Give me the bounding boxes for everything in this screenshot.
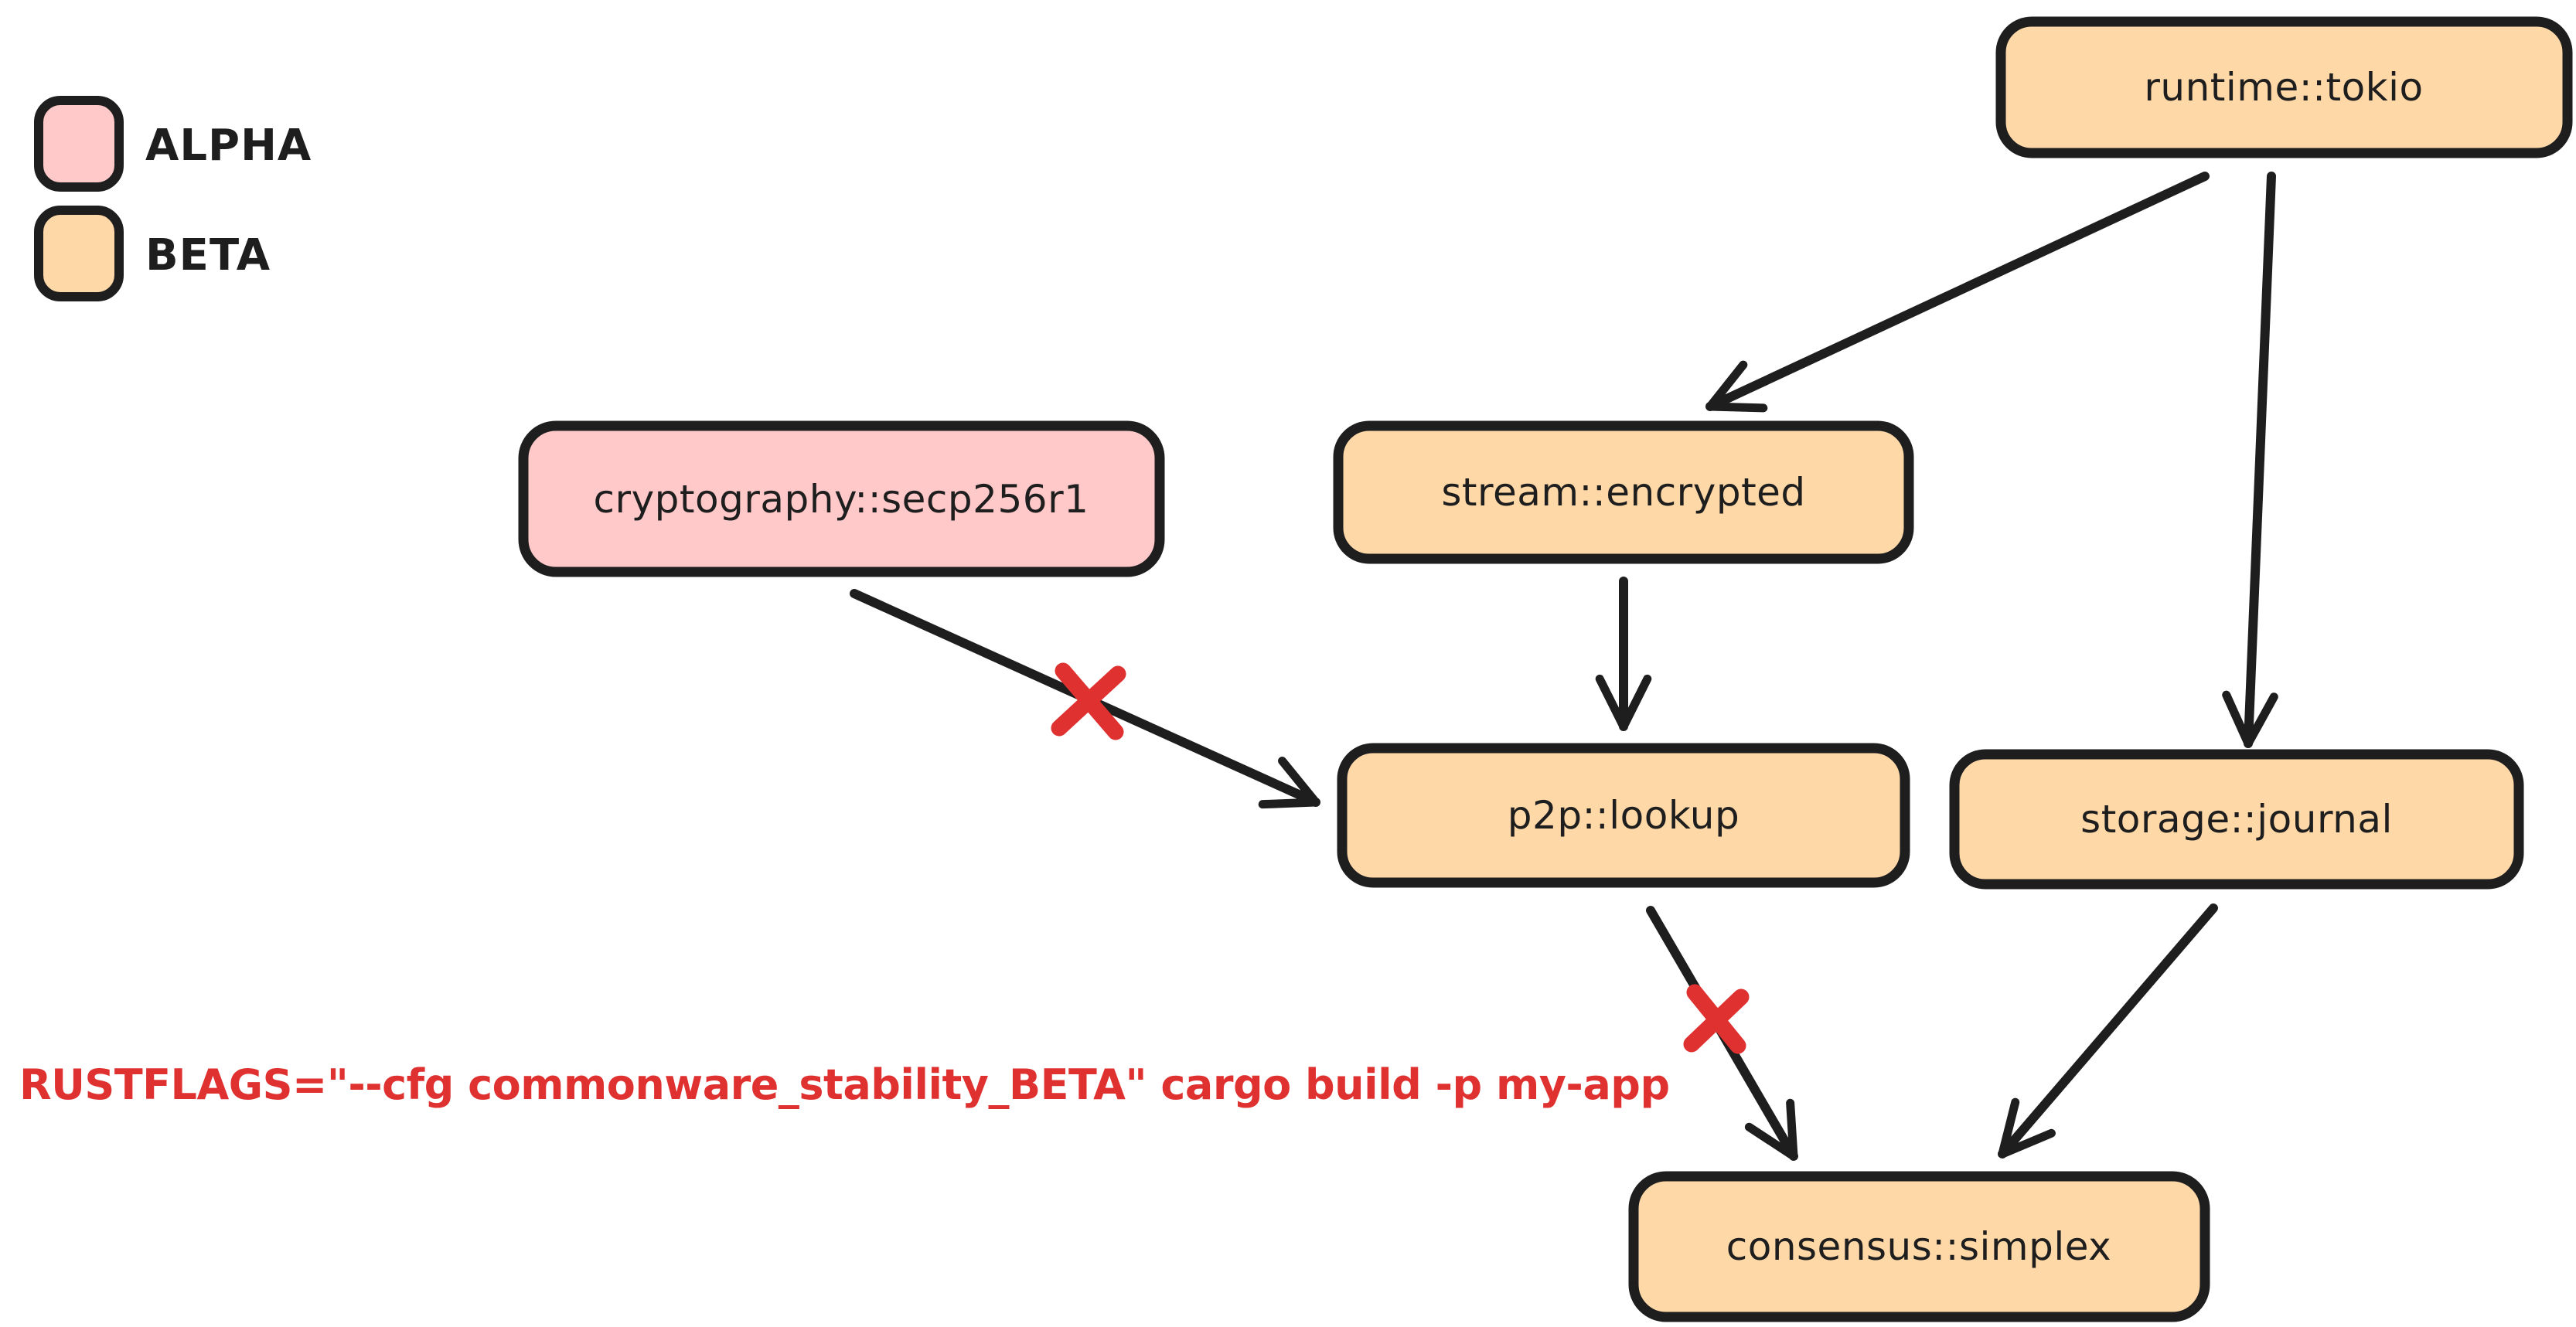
node-runtime-tokio: runtime::tokio xyxy=(1995,16,2573,158)
node-p2p-lookup: p2p::lookup xyxy=(1337,743,1910,888)
legend: ALPHA BETA xyxy=(34,96,312,301)
legend-beta-swatch xyxy=(34,206,124,301)
node-cryptography-secp256r1-box xyxy=(518,420,1165,577)
blocked-x-icon-cryptography-edge xyxy=(1051,662,1126,740)
node-cryptography-secp256r1: cryptography::secp256r1 xyxy=(518,420,1165,577)
node-runtime-tokio-box xyxy=(1995,16,2573,158)
node-stream-encrypted-box xyxy=(1333,420,1914,564)
node-consensus-simplex-label: consensus::simplex xyxy=(1726,1224,2112,1269)
legend-alpha-label: ALPHA xyxy=(145,121,312,171)
node-storage-journal-label: storage::journal xyxy=(2080,797,2393,842)
node-consensus-simplex-box xyxy=(1628,1171,2210,1322)
node-p2p-lookup-box xyxy=(1337,743,1910,888)
legend-beta-label: BETA xyxy=(145,230,271,281)
edges xyxy=(850,172,2278,1161)
nodes: runtime::tokio cryptography::secp256r1 s… xyxy=(518,16,2573,1322)
edge-storage-journal-to-consensus-simplex xyxy=(1998,903,2218,1159)
legend-alpha-swatch xyxy=(34,96,124,192)
node-cryptography-secp256r1-label: cryptography::secp256r1 xyxy=(594,477,1089,522)
build-command-text: RUSTFLAGS="--cfg commonware_stability_BE… xyxy=(19,1060,1670,1109)
node-p2p-lookup-label: p2p::lookup xyxy=(1508,793,1739,838)
node-runtime-tokio-label: runtime::tokio xyxy=(2144,65,2423,110)
edge-runtime-tokio-to-storage-journal xyxy=(2222,172,2278,748)
node-stream-encrypted: stream::encrypted xyxy=(1333,420,1914,564)
node-stream-encrypted-label: stream::encrypted xyxy=(1441,470,1805,515)
node-storage-journal-box xyxy=(1949,749,2524,890)
blocked-x-icon-p2p-edge xyxy=(1683,984,1750,1054)
node-consensus-simplex: consensus::simplex xyxy=(1628,1171,2210,1322)
edge-runtime-tokio-to-stream-encrypted xyxy=(1705,172,2210,413)
node-storage-journal: storage::journal xyxy=(1949,749,2524,890)
